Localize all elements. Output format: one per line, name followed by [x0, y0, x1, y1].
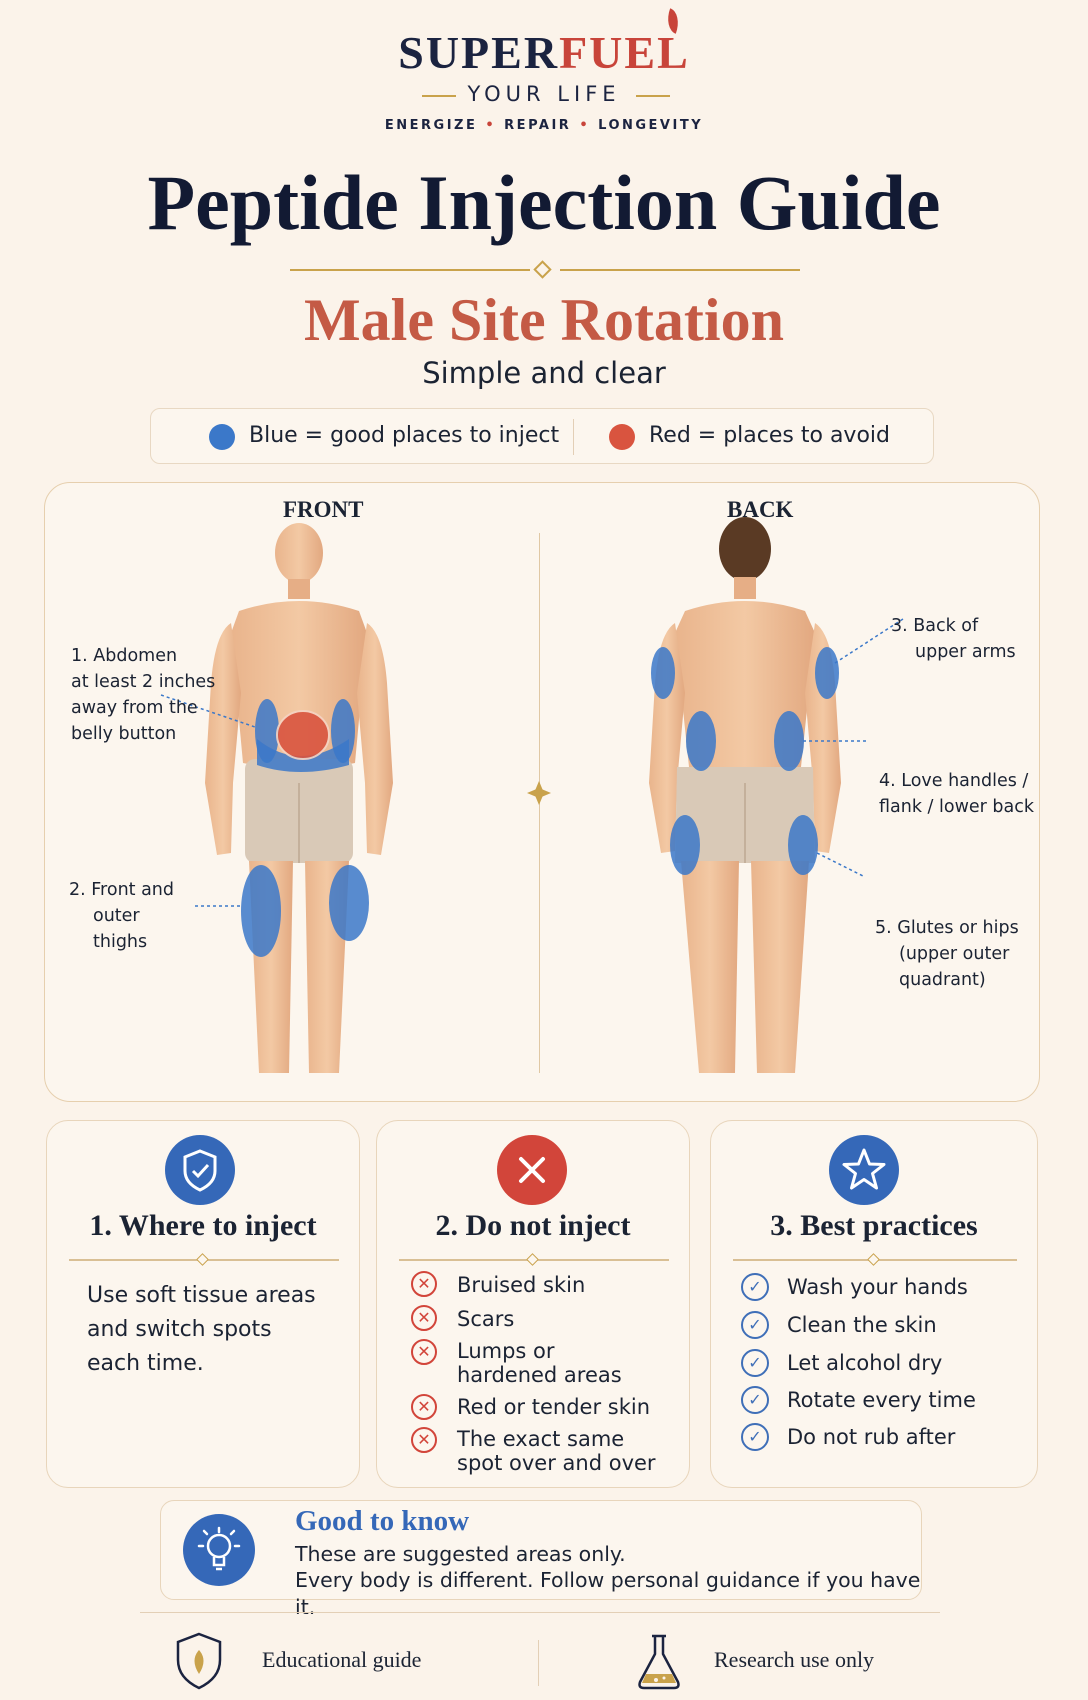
subtag-dot: •	[579, 118, 591, 133]
thigh-right-zone	[329, 865, 369, 941]
red-dot-icon	[609, 424, 635, 450]
x-mark-icon: ✕	[411, 1339, 437, 1365]
brand-name: SUPERFUEL	[0, 26, 1088, 79]
arm-right-zone	[815, 647, 839, 699]
flank-left-zone	[686, 711, 716, 771]
ornament-icon	[527, 781, 551, 805]
x-circle-icon	[497, 1135, 567, 1205]
thigh-left-zone	[241, 865, 281, 957]
tagline-rule-right	[636, 95, 670, 97]
note-line-1: These are suggested areas only.	[295, 1542, 626, 1566]
x-mark-icon: ✕	[411, 1271, 437, 1297]
brand-subtag: ENERGIZE • REPAIR • LONGEVITY	[0, 118, 1088, 133]
front-label: FRONT	[283, 497, 364, 522]
footer-separator	[538, 1640, 539, 1686]
subtag-energize: ENERGIZE	[384, 118, 478, 133]
title-divider-right	[560, 269, 800, 271]
list-item: Do not rub after	[787, 1425, 956, 1449]
subtag-dot: •	[485, 118, 497, 133]
annotation-arms: 3. Back of upper arms	[891, 616, 1016, 662]
check-icon: ✓	[741, 1311, 769, 1339]
list-item: Let alcohol dry	[787, 1351, 943, 1375]
shield-check-icon	[165, 1135, 235, 1205]
diamond-icon	[867, 1253, 880, 1266]
check-icon: ✓	[741, 1423, 769, 1451]
brand-name-part1: SUPER	[398, 27, 560, 78]
page-subtitle: Male Site Rotation	[304, 287, 784, 353]
page-description: Simple and clear	[422, 356, 666, 390]
diamond-icon	[533, 260, 552, 279]
page-title: Peptide Injection Guide	[147, 159, 941, 246]
blue-dot-icon	[209, 424, 235, 450]
belly-button-avoid-zone	[276, 710, 330, 760]
x-mark-icon: ✕	[411, 1394, 437, 1420]
glute-right-zone	[788, 815, 818, 875]
card-where-to-inject: 1. Where to inject Use soft tissue areas…	[46, 1120, 360, 1488]
back-label: BACK	[727, 497, 794, 522]
back-figure	[649, 517, 904, 1073]
star-icon	[829, 1135, 899, 1205]
card-body: Use soft tissue areas and switch spots e…	[87, 1283, 316, 1376]
card-title: 3. Best practices	[770, 1209, 978, 1242]
card-best-practices: 3. Best practices ✓ Wash your hands ✓ Cl…	[710, 1120, 1038, 1488]
check-icon: ✓	[741, 1386, 769, 1414]
list-item: Lumps or hardened areas	[457, 1339, 622, 1387]
lightbulb-icon	[183, 1514, 255, 1586]
annotation-flank: 4. Love handles / flank / lower back	[879, 771, 1034, 817]
check-icon: ✓	[741, 1349, 769, 1377]
glute-left-zone	[670, 815, 700, 875]
list-item: The exact same spot over and over	[457, 1427, 656, 1475]
tagline-rule-left	[422, 95, 456, 97]
body-diagram-panel: FRONT BACK	[44, 482, 1040, 1102]
card-title: 2. Do not inject	[435, 1209, 631, 1242]
x-mark-icon: ✕	[411, 1427, 437, 1453]
front-figure	[160, 523, 393, 1073]
shield-leaf-icon	[176, 1632, 222, 1690]
footer-rule	[140, 1612, 940, 1613]
annotation-abdomen: 1. Abdomen at least 2 inches away from t…	[71, 646, 216, 744]
flask-icon	[638, 1634, 680, 1690]
subtag-longevity: LONGEVITY	[598, 118, 704, 133]
legend-separator	[573, 419, 574, 455]
flank-right-zone	[774, 711, 804, 771]
annotation-thighs: 2. Front and outer thighs	[69, 880, 175, 952]
annotation-glutes: 5. Glutes or hips (upper outer quadrant)	[875, 918, 1019, 990]
x-mark-icon: ✕	[411, 1305, 437, 1331]
diamond-icon	[196, 1253, 209, 1266]
note-title: Good to know	[295, 1505, 470, 1537]
brand-tagline: YOUR LIFE	[467, 82, 621, 106]
footer-research-label: Research use only	[714, 1647, 875, 1672]
card-title: 1. Where to inject	[89, 1209, 317, 1242]
body-figures	[160, 517, 904, 1073]
list-item: Clean the skin	[787, 1313, 937, 1337]
list-item: Bruised skin	[457, 1273, 586, 1297]
check-icon: ✓	[741, 1273, 769, 1301]
title-divider-left	[290, 269, 530, 271]
footer-educational-label: Educational guide	[262, 1647, 422, 1672]
list-item: Rotate every time	[787, 1388, 976, 1412]
legend: Blue = good places to inject Red = place…	[150, 408, 934, 464]
good-to-know-box: Good to know These are suggested areas o…	[160, 1500, 922, 1619]
legend-blue-label: Blue = good places to inject	[249, 423, 560, 448]
card-do-not-inject: 2. Do not inject ✕ Bruised skin ✕ Scars …	[376, 1120, 690, 1488]
list-item: Wash your hands	[787, 1275, 968, 1299]
brand-name-part2: FUEL	[559, 27, 690, 78]
diamond-icon	[526, 1253, 539, 1266]
legend-red-label: Red = places to avoid	[649, 423, 890, 448]
arm-left-zone	[651, 647, 675, 699]
list-item: Scars	[457, 1307, 515, 1331]
list-item: Red or tender skin	[457, 1395, 650, 1419]
note-line-2: Every body is different. Follow personal…	[295, 1568, 921, 1619]
subtag-repair: REPAIR	[504, 118, 572, 133]
